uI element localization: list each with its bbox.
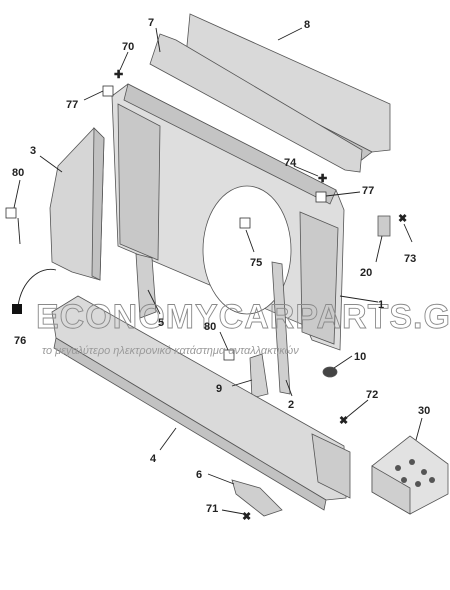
callout-80-center: 80: [204, 321, 216, 333]
callout-10: 10: [354, 351, 366, 363]
callout-3: 3: [30, 145, 36, 157]
callout-80-left: 80: [12, 167, 24, 179]
callout-75: 75: [250, 257, 262, 269]
callout-4: 4: [150, 453, 157, 465]
part-30-fastener-kit: [371, 435, 449, 515]
callout-73: 73: [404, 253, 416, 265]
square-marker-77a: [102, 85, 114, 97]
part-4-crossmember: [51, 295, 351, 511]
callout-20: 20: [360, 267, 372, 279]
part-6-bracket: [231, 479, 283, 517]
part-76-cable: [12, 268, 57, 314]
part-2-strut: [271, 261, 291, 395]
watermark: ECONOMYCARPARTS.GR το μεγαλύτερο ηλεκτρο…: [36, 298, 450, 357]
callout-1: 1: [378, 299, 384, 311]
callout-70: 70: [122, 41, 134, 53]
callout-6: 6: [196, 469, 202, 481]
part-20-clip: [377, 215, 391, 237]
callout-8: 8: [304, 19, 310, 31]
square-marker-77b: [315, 191, 327, 203]
square-marker-80b: [223, 349, 235, 361]
watermark-brand: ECONOMYCARPARTS.GR: [36, 298, 450, 336]
cross-marker-73: ✖: [398, 213, 407, 225]
callout-5: 5: [158, 317, 164, 329]
part-7-deflector: [149, 33, 363, 173]
part-10-grommet: [322, 366, 338, 378]
cross-marker-72: ✖: [339, 415, 348, 427]
callout-76: 76: [14, 335, 26, 347]
callout-30: 30: [418, 405, 430, 417]
part-9-bracket: [249, 353, 269, 399]
watermark-tagline: το μεγαλύτερο ηλεκτρονικό κατάστημα αντα…: [42, 345, 299, 357]
callout-2: 2: [288, 399, 294, 411]
callout-71: 71: [206, 503, 218, 515]
square-marker-75: [239, 217, 251, 229]
cross-marker-70: ✚: [114, 69, 123, 81]
callout-77-left: 77: [66, 99, 78, 111]
callout-74: 74: [284, 157, 297, 169]
callout-77-right: 77: [362, 185, 374, 197]
part-76-square-marker: [12, 304, 22, 314]
cross-marker-74: ✚: [318, 173, 327, 185]
callout-numbers: 7 8 70 77 3 80 74 77 73 20 75 1 5 80 76 …: [12, 17, 430, 515]
part-1-front-panel: [111, 83, 345, 351]
fastener-markers: ✚ ✚ ✖ ✖ ✖: [5, 69, 407, 523]
cross-marker-71: ✖: [242, 511, 251, 523]
part-3-left-deflector: [49, 127, 105, 281]
callout-7: 7: [148, 17, 154, 29]
part-5-bracket: [135, 253, 157, 319]
leader-lines: [13, 27, 423, 515]
square-marker-80a: [5, 207, 17, 219]
callout-9: 9: [216, 383, 222, 395]
callout-72: 72: [366, 389, 378, 401]
